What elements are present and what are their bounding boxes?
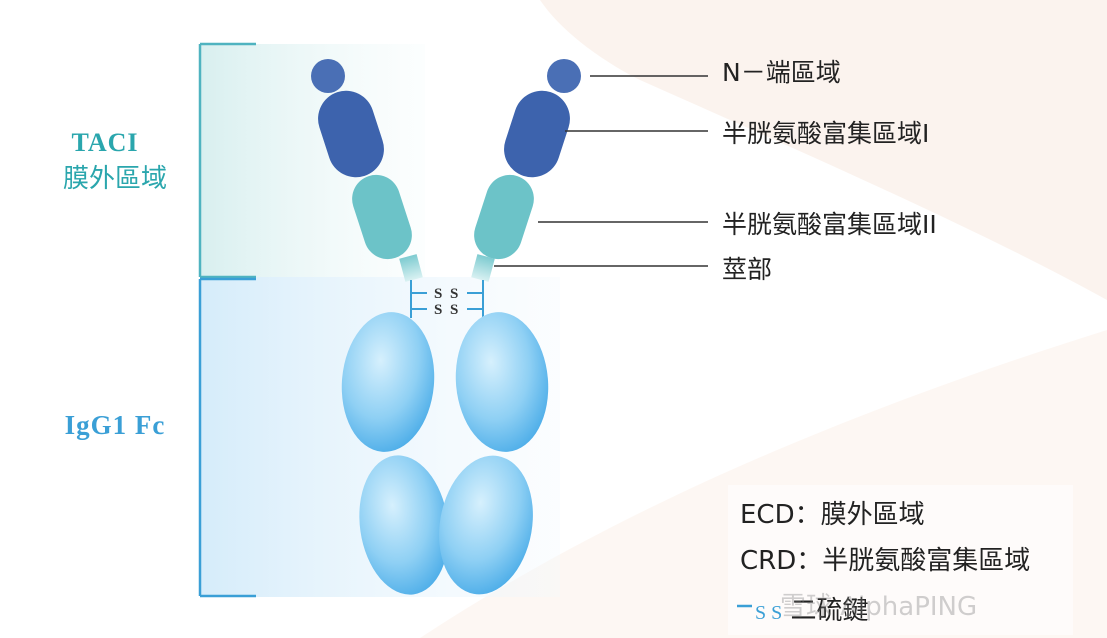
legend-box — [728, 485, 1073, 635]
stalk-right — [471, 254, 495, 282]
crd2-domain-right — [474, 174, 534, 260]
legend-ss-symbol: S S — [755, 602, 783, 624]
crd1-domain-right — [504, 90, 570, 178]
crd1-domain-left — [318, 90, 384, 178]
igg-bracket — [198, 277, 256, 598]
n-terminal-domain-right — [547, 59, 581, 93]
crd2-domain-left — [352, 174, 412, 260]
fc-ch3-right — [439, 455, 533, 595]
fc-ch3-left — [359, 455, 449, 595]
fc-ch2-right — [455, 312, 549, 452]
callout-n-terminal: N－端區域 — [722, 58, 841, 87]
callout-crd2: 半胱氨酸富集區域II — [722, 210, 937, 239]
igg1-fc-label: IgG1 Fc — [64, 410, 166, 440]
background-swoosh — [540, 0, 1107, 300]
disulfide-s: S — [434, 302, 442, 318]
watermark: 雪球 AlphaPING — [780, 592, 978, 622]
callout-leaders — [494, 75, 708, 267]
hinge — [410, 280, 484, 318]
legend-ecd: ECD：膜外區域 — [740, 500, 925, 530]
disulfide-s: S — [450, 286, 458, 302]
disulfide-s: S — [450, 302, 458, 318]
callout-crd1: 半胱氨酸富集區域I — [722, 119, 930, 148]
taci-bracket — [198, 42, 256, 279]
fc-ch2-left — [341, 312, 435, 452]
disulfide-s: S — [434, 286, 442, 302]
legend-crd: CRD：半胱氨酸富集區域 — [740, 546, 1031, 576]
n-terminal-domain-left — [311, 59, 345, 93]
taci-label: TACI — [71, 128, 139, 157]
legend-disulfide: S S 二硫鍵 — [735, 590, 869, 627]
stalk-left — [399, 254, 423, 282]
legend-ss-text: 二硫鍵 — [790, 596, 869, 626]
taci-ecd-label: 膜外區域 — [62, 164, 167, 194]
callout-stalk: 莖部 — [722, 255, 773, 284]
